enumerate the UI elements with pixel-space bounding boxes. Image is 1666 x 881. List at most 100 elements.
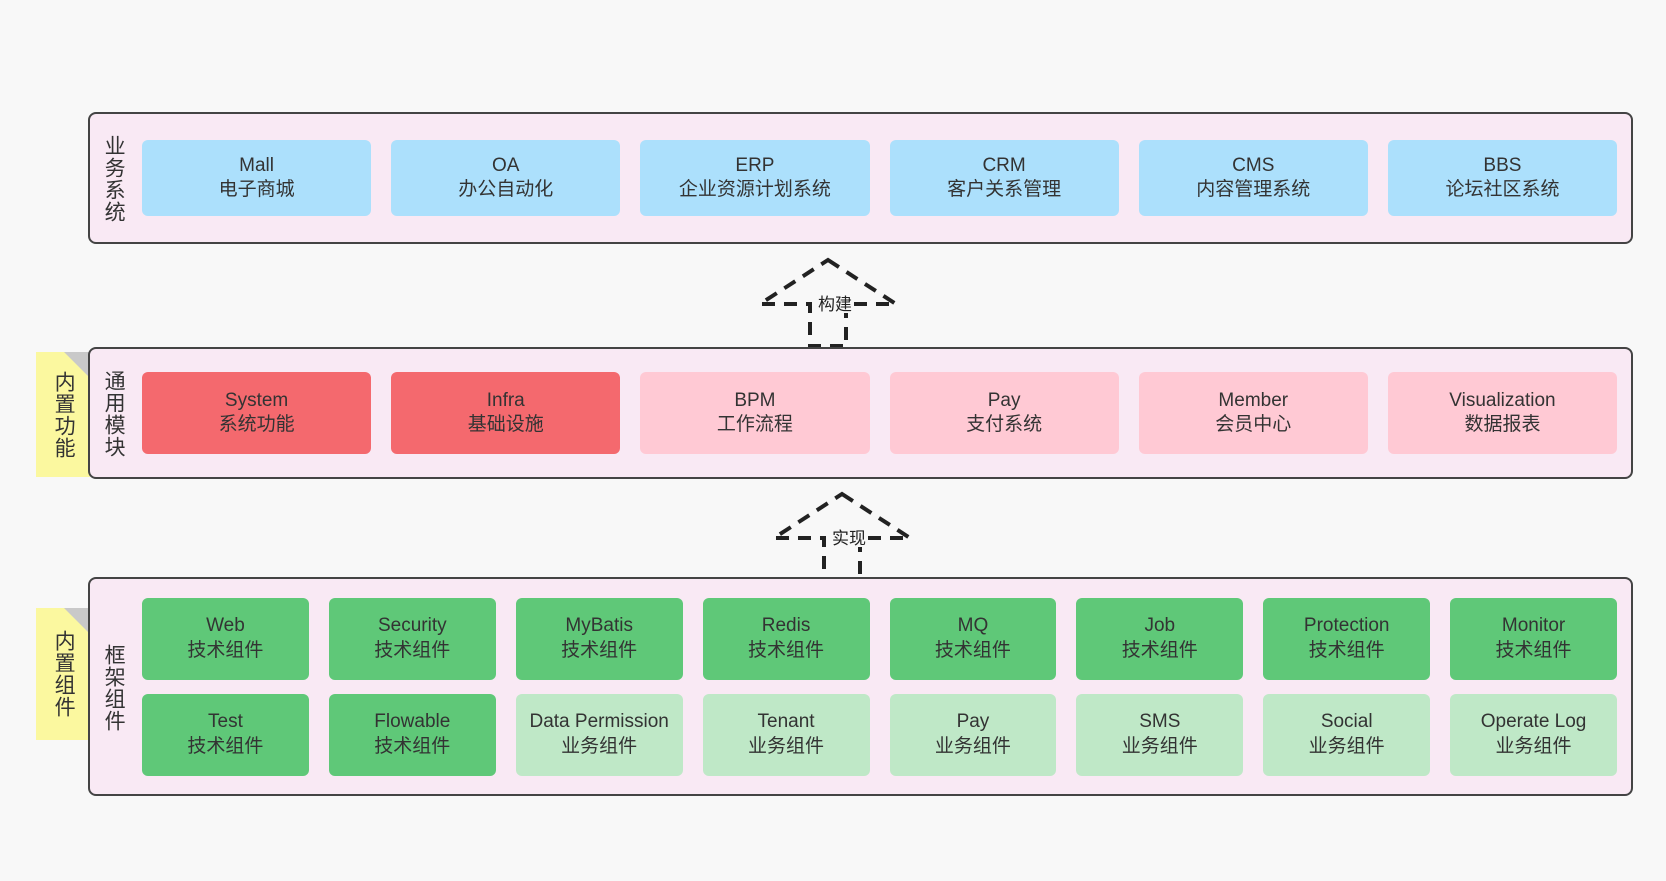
component-card-mq[interactable]: MQ 技术组件	[889, 597, 1057, 680]
card-title: System	[224, 389, 289, 411]
note-fold-corner-icon	[64, 608, 90, 634]
component-card-mybatis[interactable]: MyBatis 技术组件	[515, 597, 683, 680]
note-builtin-components: 内置组件	[36, 608, 90, 740]
card-title: Pay	[987, 389, 1021, 411]
card-subtitle: 办公自动化	[458, 179, 554, 200]
card-subtitle: 数据报表	[1464, 414, 1541, 435]
card-title: Mall	[239, 154, 274, 176]
card-subtitle: 工作流程	[716, 414, 793, 435]
card-subtitle: 技术组件	[187, 639, 264, 661]
framework-row-business: Test 技术组件 Flowable 技术组件 Data Permission …	[142, 693, 1617, 776]
module-card-pay[interactable]: Pay 支付系统	[889, 372, 1119, 454]
component-card-tenant[interactable]: Tenant 业务组件	[702, 693, 870, 776]
card-title: ERP	[735, 154, 775, 176]
card-subtitle: 基础设施	[467, 414, 544, 435]
card-title: BBS	[1483, 154, 1522, 176]
business-row: Mall 电子商城 OA 办公自动化 ERP 企业资源计划系统 CRM 客户关系…	[142, 140, 1618, 216]
card-subtitle: 业务组件	[748, 735, 825, 757]
card-subtitle: 技术组件	[374, 735, 451, 757]
business-card-oa[interactable]: OA 办公自动化	[391, 140, 621, 216]
module-card-system[interactable]: System 系统功能	[142, 372, 372, 454]
module-card-infra[interactable]: Infra 基础设施	[391, 372, 621, 454]
business-card-mall[interactable]: Mall 电子商城	[142, 140, 372, 216]
note-builtin-functions: 内置功能	[36, 352, 90, 477]
card-title: BPM	[734, 389, 776, 411]
component-card-test[interactable]: Test 技术组件	[142, 693, 309, 776]
card-subtitle: 业务组件	[1495, 735, 1572, 757]
card-subtitle: 技术组件	[561, 639, 638, 661]
layer-title-business: 业务系统	[102, 135, 126, 223]
card-subtitle: 支付系统	[966, 414, 1043, 435]
layer-title-modules: 通用模块	[102, 370, 126, 458]
component-card-flowable[interactable]: Flowable 技术组件	[328, 693, 496, 776]
business-card-erp[interactable]: ERP 企业资源计划系统	[640, 140, 870, 216]
module-card-bpm[interactable]: BPM 工作流程	[640, 372, 870, 454]
component-card-web[interactable]: Web 技术组件	[142, 597, 309, 680]
card-title: Visualization	[1449, 389, 1556, 411]
framework-row-tech: Web 技术组件 Security 技术组件 MyBatis 技术组件 Redi…	[142, 597, 1617, 680]
card-subtitle: 电子商城	[218, 179, 295, 200]
note-label: 内置功能	[52, 370, 76, 459]
card-subtitle: 技术组件	[934, 639, 1011, 661]
card-subtitle: 客户关系管理	[947, 179, 1062, 200]
component-card-protection[interactable]: Protection 技术组件	[1263, 597, 1431, 680]
layer-body-framework: Web 技术组件 Security 技术组件 MyBatis 技术组件 Redi…	[136, 579, 1631, 794]
component-card-sms[interactable]: SMS 业务组件	[1076, 693, 1244, 776]
card-title: SMS	[1139, 711, 1181, 733]
card-title: Operate Log	[1480, 711, 1587, 733]
business-card-bbs[interactable]: BBS 论坛社区系统	[1387, 140, 1618, 216]
arrow-build-label: 构建	[816, 295, 854, 314]
component-card-job[interactable]: Job 技术组件	[1076, 597, 1244, 680]
card-subtitle: 技术组件	[374, 639, 451, 661]
arrow-build: 构建	[753, 257, 903, 348]
note-fold-corner-icon	[64, 352, 90, 378]
layer-common-modules: 通用模块 System 系统功能 Infra 基础设施 BPM 工作流程 Pay…	[88, 347, 1633, 479]
card-title: Redis	[761, 615, 811, 637]
card-title: MyBatis	[565, 615, 633, 637]
arrow-implement: 实现	[767, 491, 917, 582]
layer-title-framework: 框架组件	[102, 643, 126, 732]
card-title: Pay	[956, 711, 990, 733]
card-title: MQ	[957, 615, 989, 637]
component-card-redis[interactable]: Redis 技术组件	[702, 597, 870, 680]
card-subtitle: 会员中心	[1215, 414, 1292, 435]
module-card-member[interactable]: Member 会员中心	[1138, 372, 1368, 454]
card-title: Protection	[1303, 615, 1390, 637]
card-subtitle: 业务组件	[934, 735, 1011, 757]
layer-business-systems: 业务系统 Mall 电子商城 OA 办公自动化 ERP 企业资源计划系统 CRM…	[88, 112, 1633, 244]
layer-framework-components: 框架组件 Web 技术组件 Security 技术组件 MyBatis 技术组件…	[88, 577, 1633, 796]
card-title: Member	[1218, 389, 1289, 411]
component-card-monitor[interactable]: Monitor 技术组件	[1450, 597, 1617, 680]
card-subtitle: 技术组件	[1495, 639, 1572, 661]
card-title: Test	[208, 711, 243, 733]
card-title: Web	[206, 615, 245, 637]
card-subtitle: 业务组件	[1308, 735, 1385, 757]
component-card-operate-log[interactable]: Operate Log 业务组件	[1450, 693, 1617, 776]
module-card-visualization[interactable]: Visualization 数据报表	[1387, 372, 1618, 454]
card-title: Flowable	[374, 711, 451, 733]
component-card-pay[interactable]: Pay 业务组件	[889, 693, 1057, 776]
component-card-security[interactable]: Security 技术组件	[328, 597, 496, 680]
card-subtitle: 系统功能	[218, 414, 295, 435]
card-title: Tenant	[757, 711, 815, 733]
business-card-crm[interactable]: CRM 客户关系管理	[889, 140, 1119, 216]
card-title: Infra	[486, 389, 525, 411]
arrow-implement-label: 实现	[830, 529, 868, 548]
component-card-data-permission[interactable]: Data Permission 业务组件	[515, 693, 683, 776]
layer-body-business: Mall 电子商城 OA 办公自动化 ERP 企业资源计划系统 CRM 客户关系…	[136, 114, 1631, 242]
note-label: 内置组件	[52, 630, 76, 718]
card-title: Job	[1144, 615, 1176, 637]
business-card-cms[interactable]: CMS 内容管理系统	[1138, 140, 1368, 216]
modules-row: System 系统功能 Infra 基础设施 BPM 工作流程 Pay 支付系统…	[142, 372, 1618, 454]
card-subtitle: 技术组件	[1308, 639, 1385, 661]
arrow-implement-glyph	[767, 491, 917, 582]
card-subtitle: 技术组件	[748, 639, 825, 661]
card-title: CMS	[1232, 154, 1275, 176]
arrow-build-glyph	[753, 257, 903, 348]
card-subtitle: 内容管理系统	[1196, 179, 1311, 200]
card-subtitle: 业务组件	[1121, 735, 1198, 757]
card-title: Data Permission	[529, 711, 669, 733]
card-title: Security	[377, 615, 447, 637]
component-card-social[interactable]: Social 业务组件	[1263, 693, 1431, 776]
